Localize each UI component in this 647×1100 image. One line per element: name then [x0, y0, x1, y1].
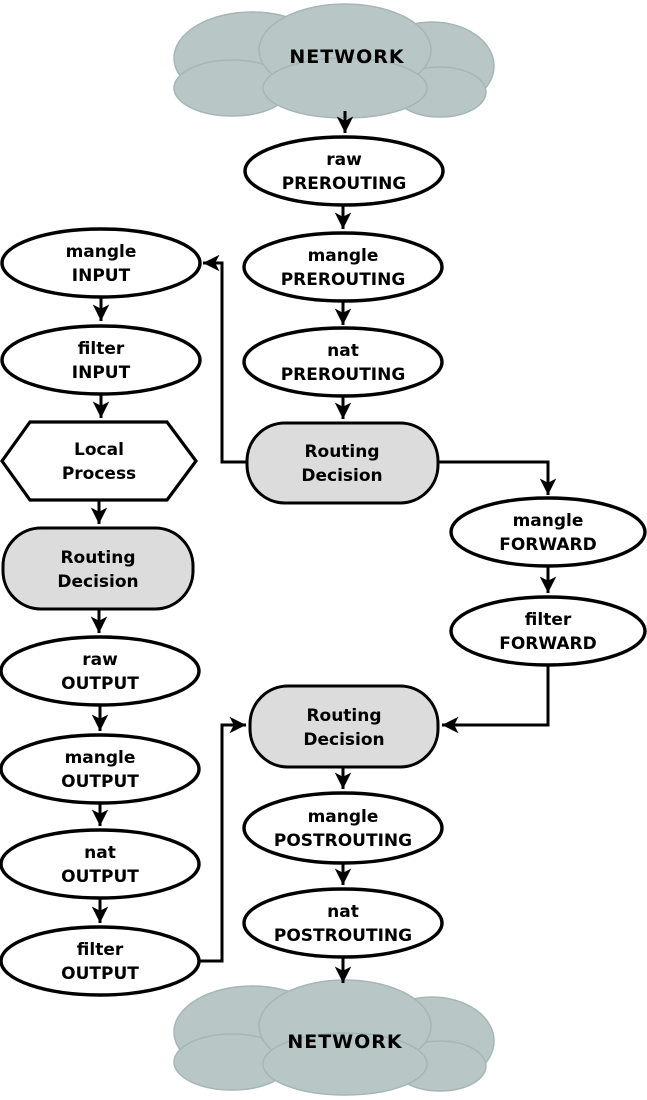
arrow-routing-decision-to-mangle-input [203, 254, 247, 464]
node-label: PREROUTING [281, 365, 406, 385]
local-process-node: Local Process [0, 420, 198, 502]
node-label: mangle [308, 807, 379, 827]
decision-label: Decision [301, 466, 382, 486]
routing-decision-center: Routing Decision [245, 421, 440, 505]
node-label: filter [525, 610, 572, 630]
node-label: filter [78, 339, 125, 359]
node-label: nat [327, 341, 359, 361]
cloud-bump [262, 1032, 428, 1096]
node-nat-output: nat OUTPUT [0, 828, 201, 900]
node-label: mangle [308, 246, 379, 266]
node-nat-prerouting-shape [242, 326, 444, 398]
arrow-filter-forward-to-routing-decision [442, 665, 550, 734]
chain-nodes: raw PREROUTING mangle PREROUTING nat PRE… [0, 135, 647, 997]
routing-decision-bottom-shape [248, 684, 440, 769]
decision-label: Decision [57, 572, 138, 592]
network-cloud-top: NETWORK [173, 3, 495, 119]
node-label: OUTPUT [61, 964, 139, 984]
node-label: INPUT [72, 266, 131, 286]
node-nat-postrouting: nat POSTROUTING [242, 887, 444, 959]
network-cloud-bottom: NETWORK [173, 979, 495, 1096]
node-filter-input-shape [0, 324, 202, 396]
node-label: POSTROUTING [274, 926, 412, 946]
node-mangle-output-shape [0, 733, 201, 805]
decision-label: Decision [303, 730, 384, 750]
node-label: mangle [66, 242, 137, 262]
node-raw-prerouting-shape [243, 135, 445, 207]
decision-nodes: Routing Decision Routing Decision Routin… [1, 421, 440, 769]
node-mangle-input: mangle INPUT [0, 227, 202, 299]
routing-decision-left: Routing Decision [1, 526, 195, 611]
node-filter-forward: filter FORWARD [449, 595, 647, 667]
arrow-filter-output-to-routing-decision [199, 716, 246, 963]
node-label: FORWARD [499, 634, 597, 654]
node-mangle-forward: mangle FORWARD [449, 496, 647, 568]
node-mangle-prerouting: mangle PREROUTING [242, 231, 444, 303]
routing-decision-left-shape [1, 526, 195, 611]
decision-label: Routing [306, 706, 381, 726]
node-mangle-output: mangle OUTPUT [0, 733, 201, 805]
network-bottom-label: NETWORK [287, 1031, 403, 1053]
local-process-label: Local [74, 440, 124, 460]
node-filter-output-shape [0, 925, 201, 997]
decision-label: Routing [60, 548, 135, 568]
node-filter-input: filter INPUT [0, 324, 202, 396]
network-top-label: NETWORK [289, 46, 405, 68]
node-label: OUTPUT [61, 674, 139, 694]
node-label: PREROUTING [282, 174, 407, 194]
node-label: filter [77, 940, 124, 960]
node-label: nat [84, 843, 116, 863]
local-process-label: Process [62, 464, 136, 484]
routing-decision-bottom: Routing Decision [248, 684, 440, 769]
node-filter-output: filter OUTPUT [0, 925, 201, 997]
node-nat-postrouting-shape [242, 887, 444, 959]
node-label: FORWARD [499, 535, 597, 555]
node-label: raw [82, 650, 118, 670]
node-label: mangle [513, 511, 584, 531]
arrow-routing-decision-to-mangle-forward [438, 460, 557, 495]
node-mangle-forward-shape [449, 496, 647, 568]
node-label: POSTROUTING [274, 831, 412, 851]
node-label: raw [326, 150, 362, 170]
node-label: PREROUTING [281, 270, 406, 290]
node-mangle-input-shape [0, 227, 202, 299]
edges [90, 111, 557, 983]
node-raw-output-shape [0, 635, 201, 707]
node-raw-prerouting: raw PREROUTING [243, 135, 445, 207]
node-raw-output: raw OUTPUT [0, 635, 201, 707]
node-label: OUTPUT [61, 772, 139, 792]
node-filter-forward-shape [449, 595, 647, 667]
node-label: mangle [65, 748, 136, 768]
node-label: INPUT [72, 363, 131, 383]
node-nat-prerouting: nat PREROUTING [242, 326, 444, 398]
node-label: OUTPUT [61, 867, 139, 887]
node-mangle-prerouting-shape [242, 231, 444, 303]
node-nat-output-shape [0, 828, 201, 900]
node-mangle-postrouting: mangle POSTROUTING [242, 791, 444, 865]
routing-decision-center-shape [245, 421, 440, 505]
node-label: nat [327, 902, 359, 922]
node-mangle-postrouting-shape [242, 791, 444, 865]
local-process-shape [0, 420, 198, 502]
decision-label: Routing [304, 442, 379, 462]
